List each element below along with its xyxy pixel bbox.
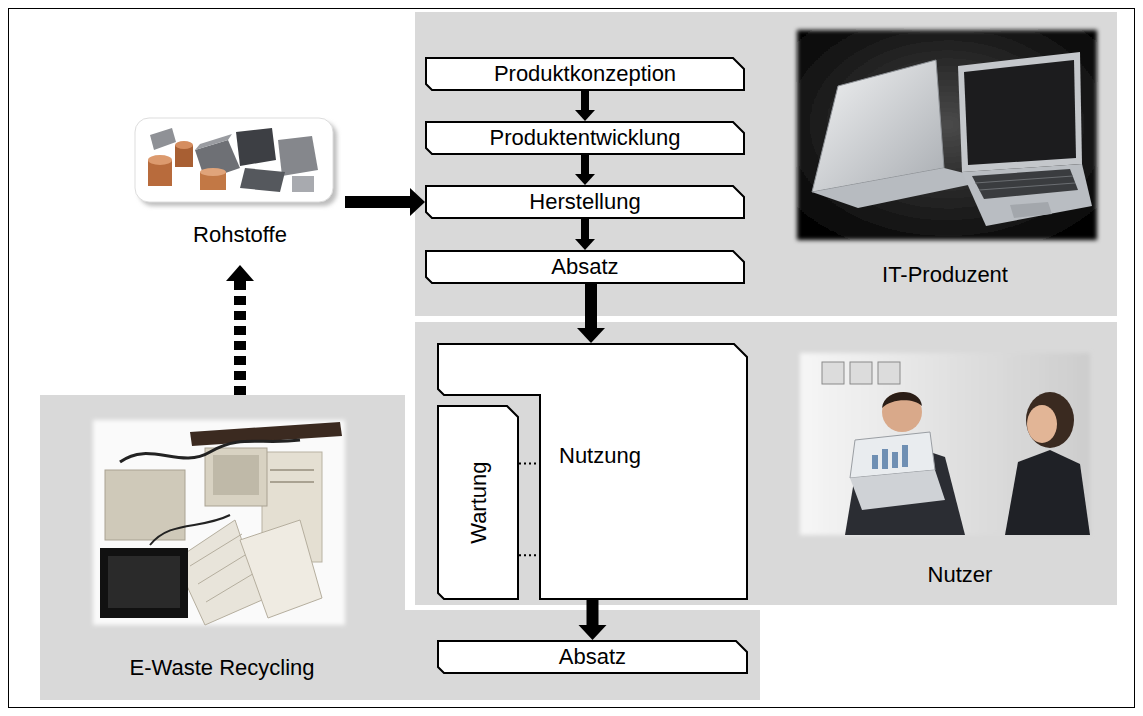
process-box: Herstellung	[425, 185, 745, 219]
band-shape	[40, 395, 760, 700]
raw-materials-photo	[175, 141, 193, 149]
users-photo	[850, 362, 872, 384]
raw-materials-photo	[135, 118, 337, 206]
box-outline	[426, 122, 744, 154]
recycling-arrow	[234, 280, 246, 395]
raw-materials-photo	[150, 128, 176, 150]
band-label: IT-Produzent	[882, 262, 1008, 287]
users-photo	[882, 392, 922, 408]
flow-arrow	[585, 284, 597, 329]
process-box: Produktkonzeption	[425, 57, 745, 91]
process-label: Absatz	[551, 254, 618, 279]
laptop-photo	[958, 52, 1082, 172]
raw-materials-photo	[195, 134, 232, 150]
box-outline	[426, 186, 744, 218]
supply-arrow	[345, 196, 411, 208]
flow-arrow	[581, 91, 589, 111]
raw-materials-photo	[240, 168, 285, 192]
raw-materials-photo	[135, 118, 333, 202]
users-photo	[892, 452, 898, 468]
users-photo	[822, 362, 844, 384]
laptop-photo	[975, 176, 1073, 183]
box-outline	[438, 344, 747, 599]
raw-materials-photo	[292, 176, 314, 192]
users-photo	[872, 455, 878, 469]
users-photo	[878, 362, 900, 384]
e-waste-photo	[240, 520, 322, 618]
process-box: Absatz	[425, 250, 745, 284]
users-photo	[800, 353, 1090, 535]
e-waste-photo	[213, 455, 259, 495]
process-box: Absatz	[437, 640, 748, 674]
e-waste-photo	[120, 440, 300, 462]
flow-arrow	[587, 600, 599, 626]
process-label: Produktentwicklung	[490, 125, 681, 150]
users-photo	[850, 432, 935, 478]
e-waste-photo	[93, 420, 345, 625]
laptop-photo	[964, 60, 1076, 165]
e-waste-photo	[108, 556, 180, 608]
process-label: Wartung	[465, 461, 490, 543]
process-label: Herstellung	[529, 189, 640, 214]
maintenance-box: Wartung	[437, 405, 519, 600]
e-waste-photo	[175, 520, 262, 625]
e-waste-photo	[270, 481, 314, 483]
box-outline	[426, 58, 744, 90]
arrow-head	[226, 265, 254, 281]
box-outline	[438, 641, 747, 673]
raw-materials-photo	[200, 168, 226, 176]
band-label: Nutzer	[928, 562, 993, 587]
process-label: Nutzung	[559, 443, 641, 468]
users-photo	[1027, 405, 1057, 443]
users-photo	[882, 449, 888, 469]
laptop-photo	[979, 183, 1075, 190]
process-label: Absatz	[559, 644, 626, 669]
users-photo	[882, 392, 922, 432]
material-label: Rohstoffe	[193, 222, 287, 247]
e-waste-photo	[206, 572, 256, 602]
raw-materials-photo	[148, 155, 172, 165]
band-label: E-Waste Recycling	[129, 655, 314, 680]
laptop-photo	[797, 30, 1097, 240]
recycling-arrow	[226, 265, 254, 395]
e-waste-photo	[100, 548, 188, 618]
users-photo	[902, 445, 908, 467]
flow-arrow	[581, 155, 589, 175]
supply-arrow	[345, 188, 425, 216]
laptop-photo	[1010, 202, 1052, 218]
box-outline	[438, 406, 518, 599]
process-label: Produktkonzeption	[494, 61, 676, 86]
process-box: Produktentwicklung	[425, 121, 745, 155]
outer-frame	[9, 9, 1135, 708]
laptop-photo	[962, 164, 1092, 226]
flow-arrow	[581, 219, 589, 240]
users-photo	[800, 353, 1090, 535]
e-waste-photo	[270, 469, 314, 471]
e-waste-photo	[205, 448, 267, 506]
box-outline	[426, 251, 744, 283]
users-photo	[1026, 392, 1074, 448]
users-photo	[850, 470, 945, 510]
raw-materials-photo	[236, 128, 276, 166]
laptop-photo	[972, 169, 1078, 199]
e-waste-photo	[93, 420, 345, 625]
e-waste-photo	[198, 552, 250, 584]
laptop-photo	[797, 30, 1097, 240]
raw-materials-photo	[278, 136, 318, 176]
users-photo	[1005, 450, 1090, 535]
